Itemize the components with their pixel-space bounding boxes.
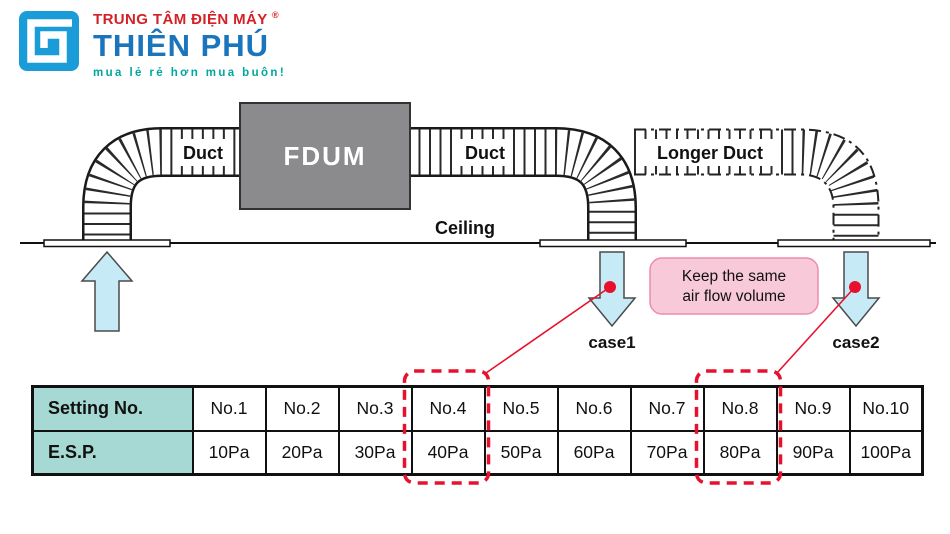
setting-cell: No.4 — [410, 385, 486, 432]
note-callout: Keep the same air flow volume — [649, 257, 819, 315]
esp-cell: 10Pa — [191, 429, 267, 476]
fdum-unit: FDUM — [239, 102, 411, 210]
brand-line1: TRUNG TÂM ĐIỆN MÁY ® — [93, 10, 286, 28]
setting-cell: No.3 — [337, 385, 413, 432]
duct-diagram: FDUM Duct Duct Longer Duct Ceiling case1… — [20, 102, 936, 352]
brand-header: TRUNG TÂM ĐIỆN MÁY ® THIÊN PHÚ mua lẻ rẻ… — [18, 10, 286, 79]
duct-right-label-bg — [460, 139, 510, 166]
esp-cell: 60Pa — [556, 429, 632, 476]
logo-glyph — [27, 19, 72, 63]
setting-row: Setting No. No.1 No.2 No.3 No.4 No.5 No.… — [31, 385, 924, 432]
note-line1: Keep the same — [682, 268, 786, 285]
longer-duct-label: Longer Duct — [657, 143, 763, 163]
setting-cell: No.10 — [848, 385, 924, 432]
setting-row-header: Setting No. — [31, 385, 194, 432]
left-opening-flange — [43, 239, 171, 248]
case1-down-arrow — [587, 251, 637, 328]
brand-tagline: mua lẻ rẻ hơn mua buôn! — [93, 66, 287, 79]
duct-left-label-bg — [178, 139, 228, 166]
esp-cell: 80Pa — [702, 429, 778, 476]
note-box — [649, 257, 819, 315]
thien-phu-logo-icon — [19, 11, 79, 71]
note-line2: air flow volume — [682, 288, 785, 305]
case1-opening-flange — [539, 239, 687, 248]
airflow-up-arrow — [80, 250, 134, 332]
case2-down-arrow — [831, 251, 881, 328]
brand-text: TRUNG TÂM ĐIỆN MÁY ® THIÊN PHÚ mua lẻ rẻ… — [93, 10, 286, 79]
setting-cell: No.1 — [191, 385, 267, 432]
longer-duct — [634, 127, 881, 244]
fdum-box — [239, 102, 411, 210]
ceiling-label: Ceiling — [435, 218, 495, 238]
case2-label: case2 — [832, 333, 879, 352]
setting-cell: No.6 — [556, 385, 632, 432]
setting-cell: No.7 — [629, 385, 705, 432]
esp-cell: 70Pa — [629, 429, 705, 476]
registered-mark: ® — [272, 10, 280, 20]
esp-cell: 90Pa — [775, 429, 851, 476]
setting-cell: No.2 — [264, 385, 340, 432]
esp-table: Setting No. No.1 No.2 No.3 No.4 No.5 No.… — [31, 385, 924, 476]
longer-duct-label-bg — [642, 139, 778, 166]
brand-line1-text: TRUNG TÂM ĐIỆN MÁY — [93, 11, 268, 28]
case2-opening-flange — [777, 239, 931, 248]
duct-left-label: Duct — [183, 143, 223, 163]
esp-cell: 100Pa — [848, 429, 924, 476]
right-duct — [408, 127, 637, 244]
esp-cell: 30Pa — [337, 429, 413, 476]
case1-label: case1 — [588, 333, 635, 352]
esp-row-header: E.S.P. — [31, 429, 194, 476]
esp-cell: 40Pa — [410, 429, 486, 476]
setting-cell: No.5 — [483, 385, 559, 432]
duct-labels: Duct Duct Longer Duct — [178, 139, 778, 166]
setting-cell: No.8 — [702, 385, 778, 432]
brand-name: THIÊN PHÚ — [93, 28, 270, 63]
fdum-label: FDUM — [283, 141, 366, 171]
left-duct — [82, 127, 242, 246]
esp-cell: 20Pa — [264, 429, 340, 476]
setting-cell: No.9 — [775, 385, 851, 432]
duct-right-label: Duct — [465, 143, 505, 163]
esp-cell: 50Pa — [483, 429, 559, 476]
esp-row: E.S.P. 10Pa 20Pa 30Pa 40Pa 50Pa 60Pa 70P… — [31, 429, 924, 476]
